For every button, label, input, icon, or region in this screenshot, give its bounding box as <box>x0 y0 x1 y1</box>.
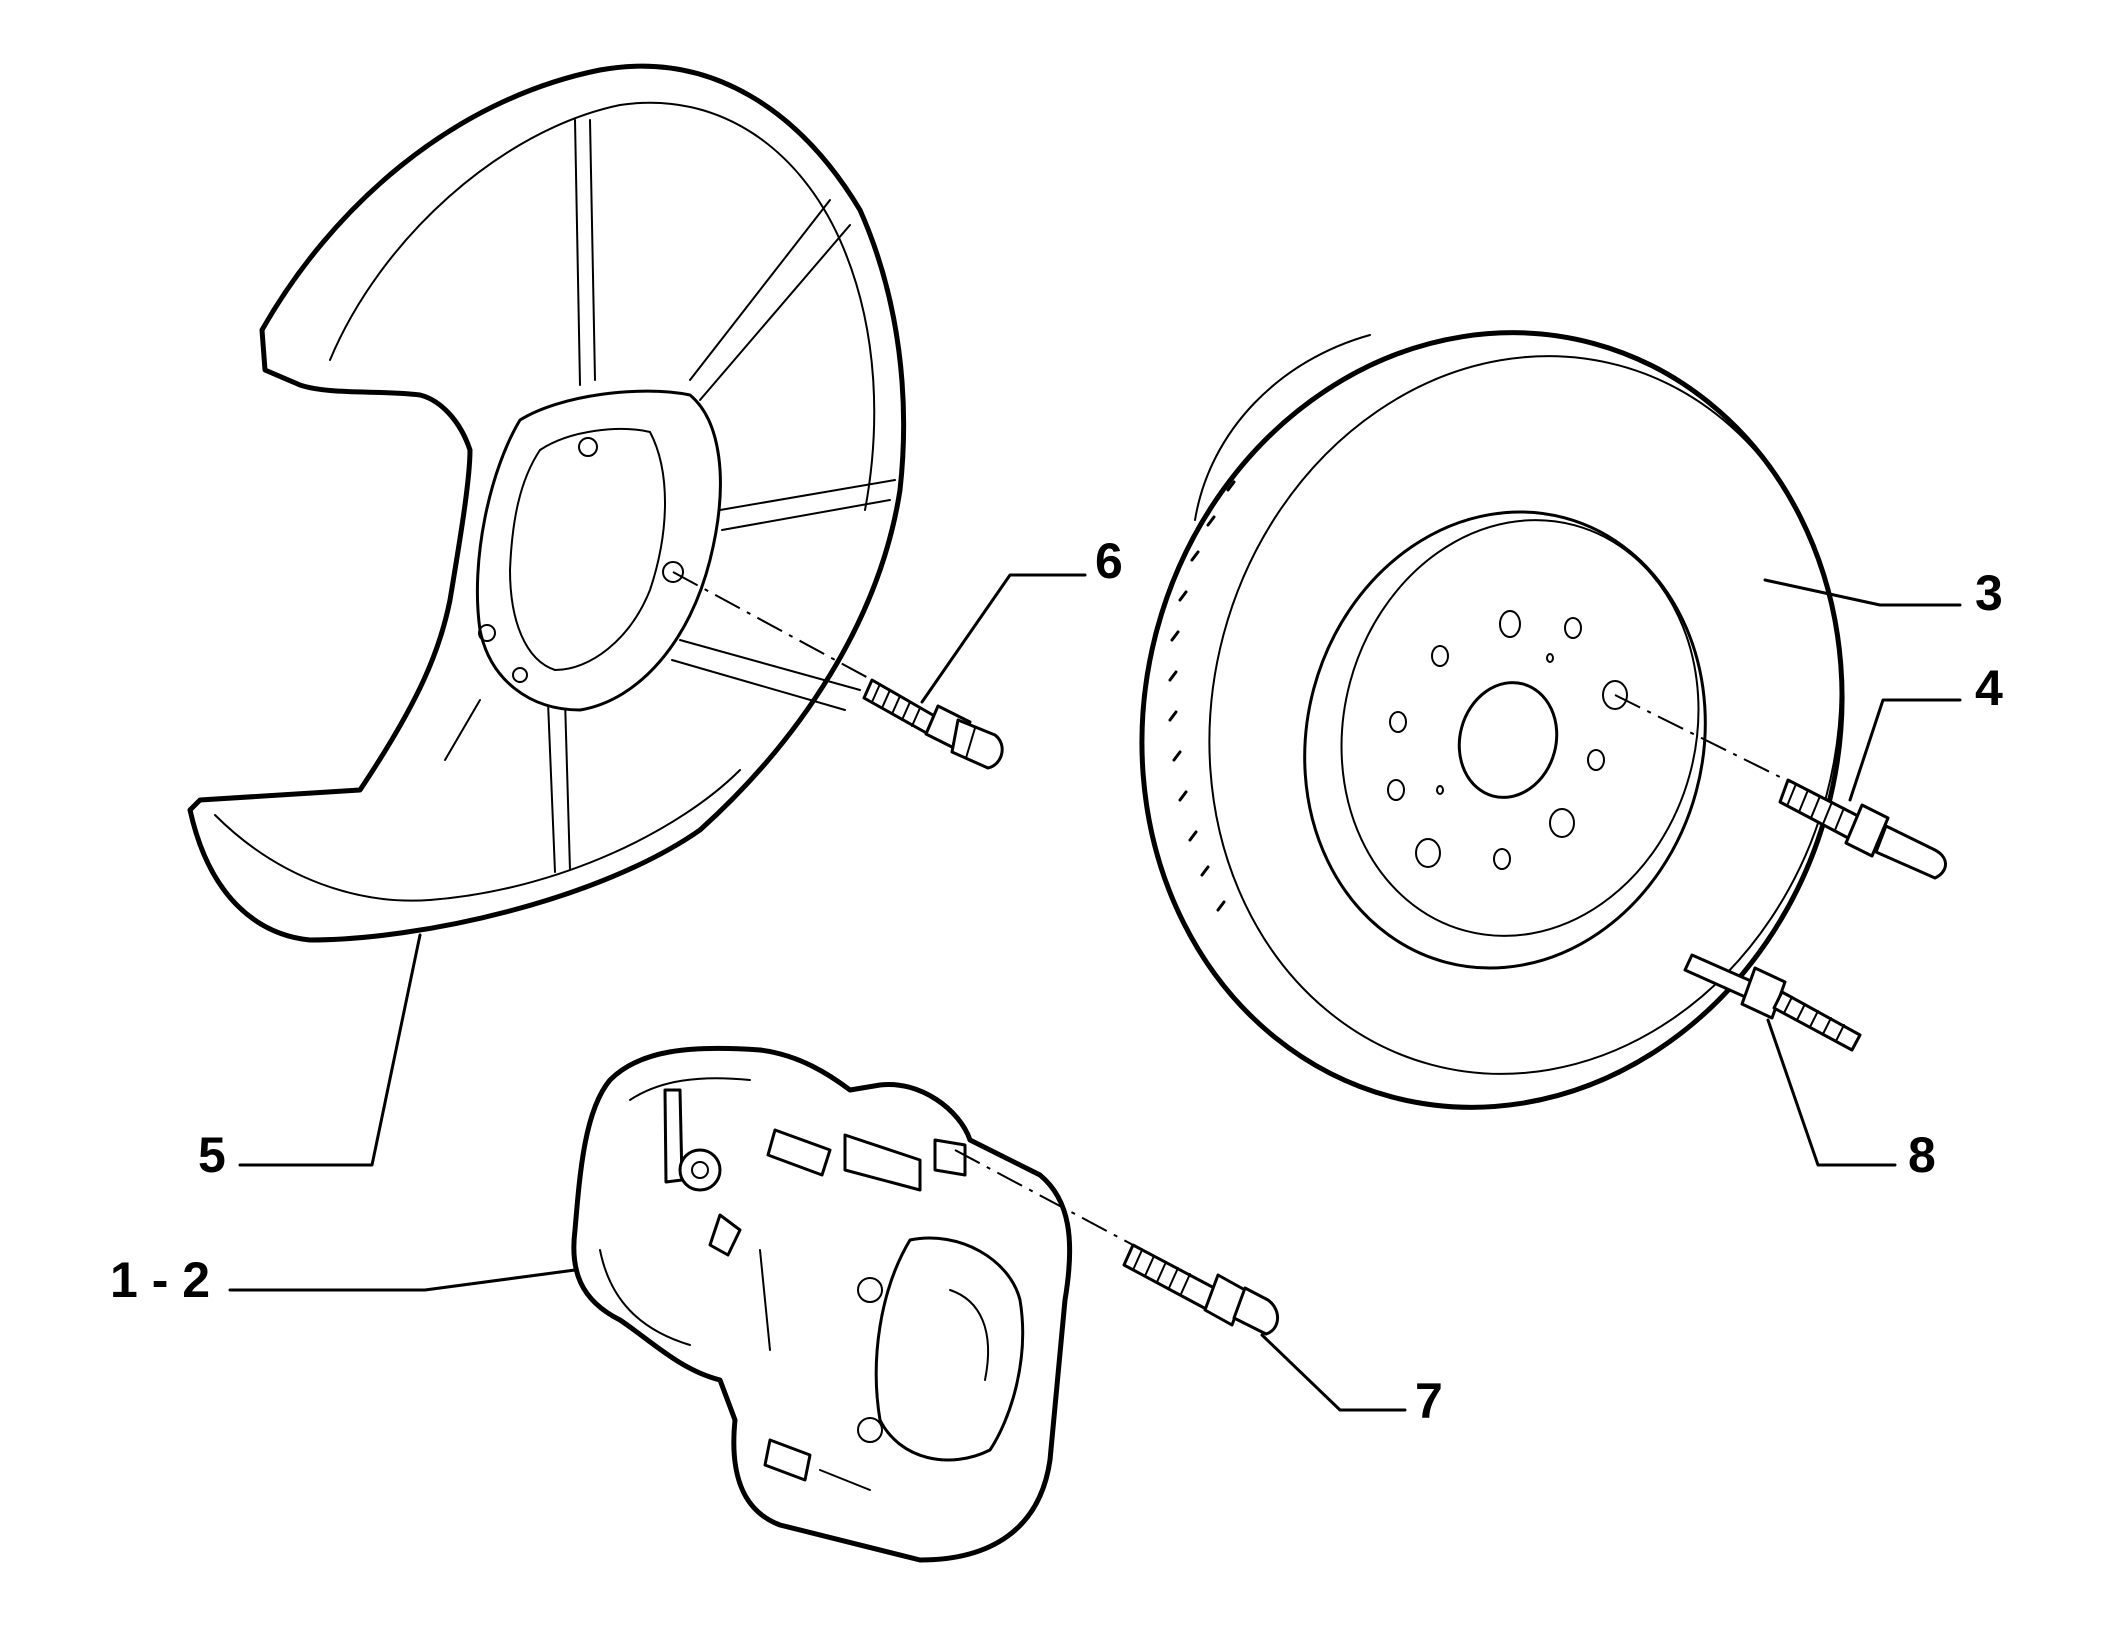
dust-shield-part <box>187 63 907 943</box>
leader-4 <box>1848 698 1962 802</box>
disc-axis-line <box>1614 694 1791 783</box>
stud-part <box>1683 953 1862 1052</box>
shield-bolt-part <box>862 678 1004 770</box>
callout-5: 5 <box>198 1127 226 1183</box>
caliper-bolt-part <box>1122 1243 1279 1336</box>
leader-8 <box>1766 1018 1897 1167</box>
shield-axis-line <box>672 571 873 681</box>
leader-5 <box>238 933 422 1167</box>
callout-labels: 6 3 4 8 5 1 - 2 7 <box>110 533 2003 1429</box>
guide-stud-part <box>1778 778 1947 880</box>
leader-3 <box>1763 578 1962 607</box>
leader-lines <box>228 571 1962 1412</box>
caliper-axis-line <box>954 1149 1134 1246</box>
leader-1-2 <box>228 1268 577 1292</box>
callout-8: 8 <box>1908 1127 1936 1183</box>
brake-disc-part <box>1139 330 1845 1110</box>
callout-6: 6 <box>1095 533 1123 589</box>
callout-7: 7 <box>1415 1373 1443 1429</box>
leader-7 <box>1260 1333 1407 1412</box>
caliper-part <box>571 1045 1073 1563</box>
callout-3: 3 <box>1975 565 2003 621</box>
leader-6 <box>920 573 1087 704</box>
callout-1-2: 1 - 2 <box>110 1252 210 1308</box>
callout-4: 4 <box>1975 660 2003 716</box>
